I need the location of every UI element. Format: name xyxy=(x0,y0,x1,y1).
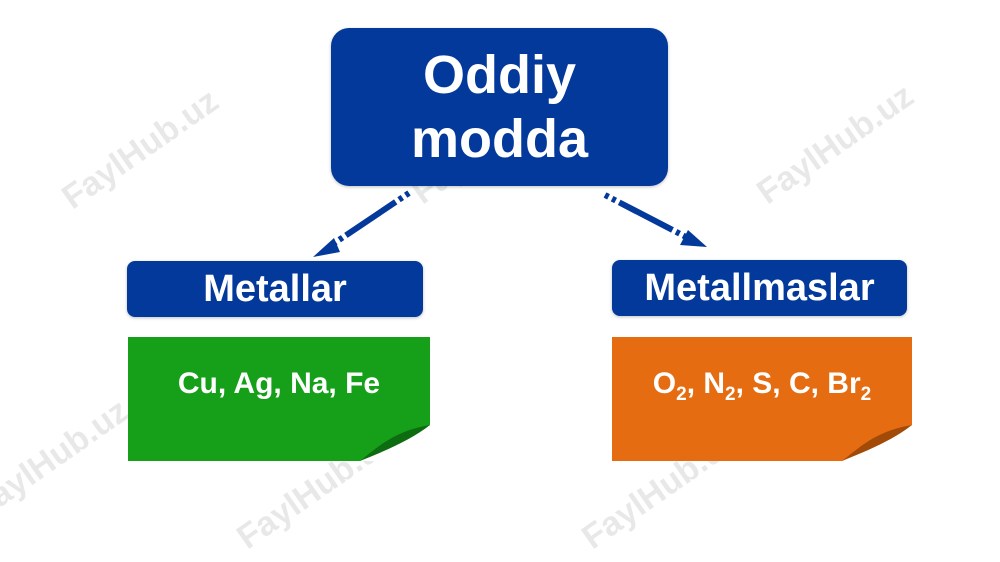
note-metallar-examples: Cu, Ag, Na, Fe xyxy=(128,337,430,461)
root-label-line1: Oddiy xyxy=(422,45,576,105)
formula-subscript: 2 xyxy=(676,384,687,405)
formula-text: , S, C, Br xyxy=(735,367,861,400)
formula-text: , N xyxy=(686,367,726,400)
arrow-to-metallmaslar xyxy=(603,192,690,241)
metallmaslar-examples-text: O2, N2, S, C, Br2 xyxy=(652,367,871,404)
page-curl-left xyxy=(360,425,430,461)
category-metallar-label: Metallar xyxy=(203,267,347,310)
arrow-to-metallar xyxy=(328,190,411,249)
category-metallmaslar-label: Metallmaslar xyxy=(644,266,875,309)
metallar-examples-text: Cu, Ag, Na, Fe xyxy=(177,367,381,400)
arrowhead-right xyxy=(680,230,707,247)
formula-text: O xyxy=(652,367,677,400)
formula-subscript: 2 xyxy=(725,384,736,405)
category-metallar: Metallar xyxy=(127,261,423,317)
root-label-line2: modda xyxy=(410,109,588,169)
category-metallmaslar: Metallmaslar xyxy=(612,260,907,316)
note-metallmaslar-examples: O2, N2, S, C, Br2 xyxy=(612,337,912,461)
arrowhead-left xyxy=(313,238,340,257)
page-curl-right xyxy=(842,425,912,461)
root-node-oddiy-modda: Oddiy modda xyxy=(331,28,668,186)
formula-subscript: 2 xyxy=(860,384,872,405)
